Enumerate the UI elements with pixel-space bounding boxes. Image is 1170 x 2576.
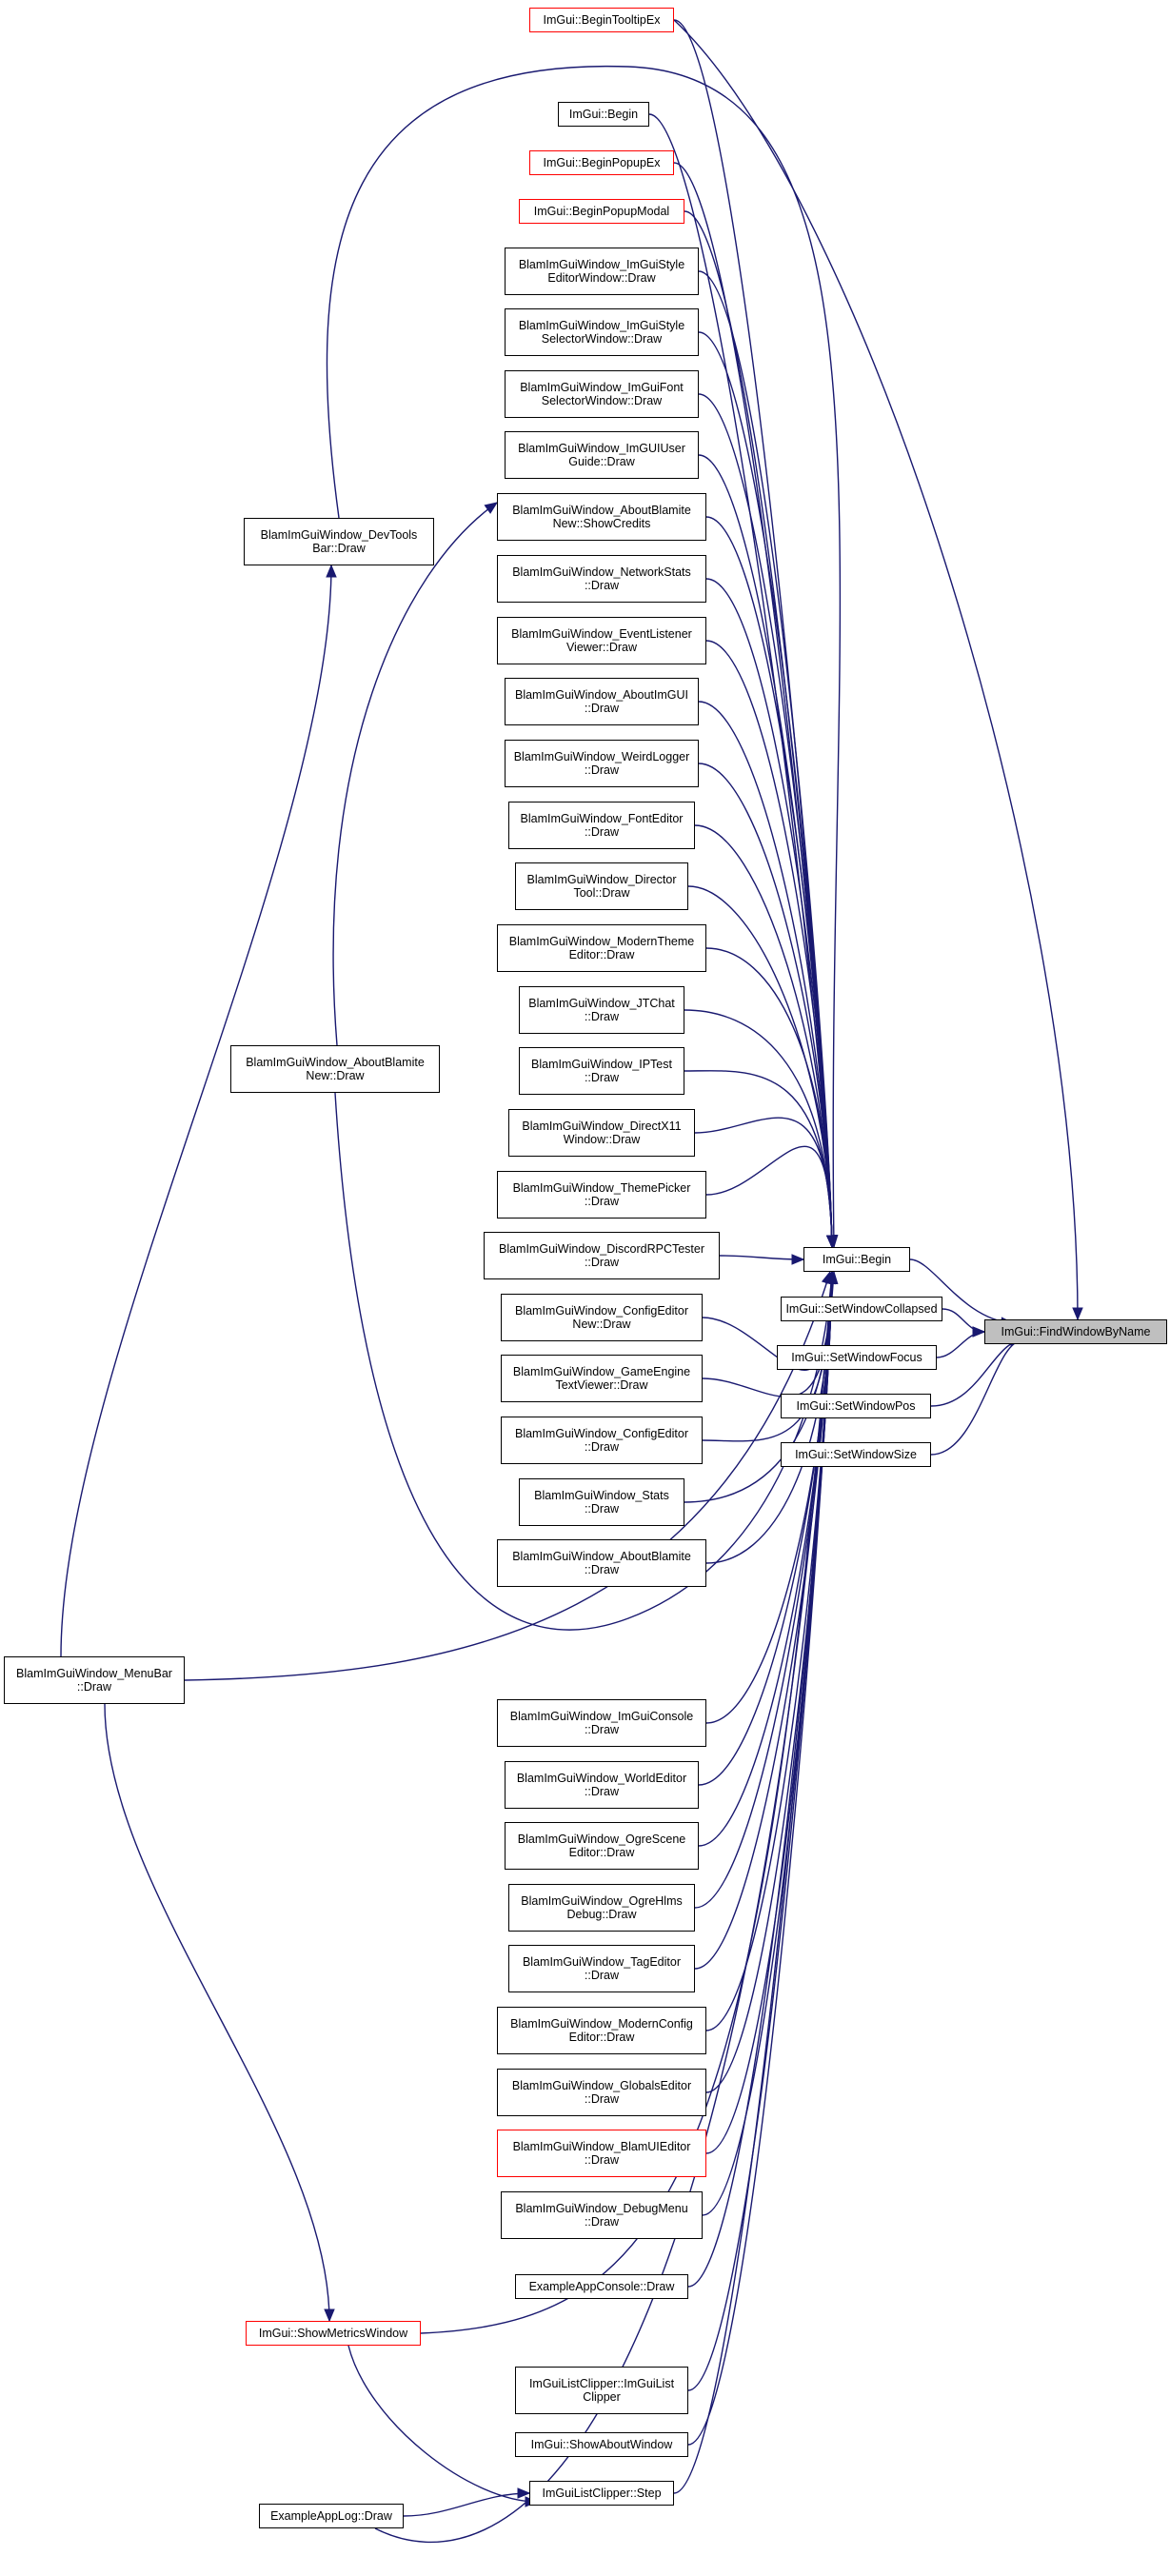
- node-weird-logger-draw[interactable]: BlamImGuiWindow_WeirdLogger ::Draw: [505, 740, 699, 787]
- edge-arrowhead: [326, 564, 337, 578]
- edge-devtools-bar-to-begin: [326, 65, 842, 1248]
- edge-directx11-to-begin: [694, 1117, 833, 1248]
- edge-arrowhead: [1072, 1307, 1083, 1321]
- edge-arrowhead: [484, 502, 499, 514]
- node-imgui-showaboutwindow[interactable]: ImGui::ShowAboutWindow: [515, 2432, 688, 2457]
- node-style-selector-window-draw[interactable]: BlamImGuiWindow_ImGuiStyle SelectorWindo…: [505, 308, 699, 356]
- node-imgui-beginpopupex[interactable]: ImGui::BeginPopupEx: [529, 150, 674, 175]
- node-tag-editor-draw[interactable]: BlamImGuiWindow_TagEditor ::Draw: [508, 1945, 695, 1992]
- node-font-selector-window-draw[interactable]: BlamImGuiWindow_ImGuiFont SelectorWindow…: [505, 370, 699, 418]
- node-imgui-begin-main[interactable]: ImGui::Begin: [803, 1247, 910, 1272]
- node-imgui-showmetricswindow[interactable]: ImGui::ShowMetricsWindow: [246, 2321, 421, 2346]
- node-modern-config-editor-draw[interactable]: BlamImGuiWindow_ModernConfig Editor::Dra…: [497, 2007, 706, 2054]
- edge-arrowhead: [972, 1326, 986, 1338]
- node-directx11-window-draw[interactable]: BlamImGuiWindow_DirectX11 Window::Draw: [508, 1109, 695, 1157]
- edge-arrowhead: [827, 1234, 839, 1249]
- node-user-guide-draw[interactable]: BlamImGuiWindow_ImGUIUser Guide::Draw: [505, 431, 699, 479]
- edge-begin-popup-modal-to-begin: [684, 210, 833, 1248]
- node-blam-ui-editor-draw[interactable]: BlamImGuiWindow_BlamUIEditor ::Draw: [497, 2130, 706, 2177]
- edge-menu-bar-to-devtools-bar: [60, 565, 332, 1657]
- node-devtools-bar-draw[interactable]: BlamImGuiWindow_DevTools Bar::Draw: [244, 518, 434, 565]
- edge-show-metrics-to-list-clipper-step: [347, 2345, 538, 2503]
- node-modern-theme-editor-draw[interactable]: BlamImGuiWindow_ModernTheme Editor::Draw: [497, 924, 706, 972]
- edge-arrowhead: [517, 2487, 531, 2499]
- edge-about-blamite-new-to-show-credits: [332, 502, 498, 1046]
- node-imguilistclipper-step[interactable]: ImGuiListClipper::Step: [529, 2481, 674, 2506]
- edge-modern-theme-editor-to-begin: [705, 947, 833, 1248]
- node-director-tool-draw[interactable]: BlamImGuiWindow_Director Tool::Draw: [515, 862, 688, 910]
- edge-arrowhead: [324, 2308, 335, 2323]
- edge-font-editor-to-begin: [694, 824, 833, 1248]
- node-debug-menu-draw[interactable]: BlamImGuiWindow_DebugMenu ::Draw: [501, 2191, 703, 2239]
- node-iptest-draw[interactable]: BlamImGuiWindow_IPTest ::Draw: [519, 1047, 684, 1095]
- node-about-blamite-draw[interactable]: BlamImGuiWindow_AboutBlamite ::Draw: [497, 1539, 706, 1587]
- edge-discord-rpc-to-begin: [719, 1255, 804, 1260]
- node-example-app-log-draw[interactable]: ExampleAppLog::Draw: [259, 2504, 404, 2528]
- node-config-editor-draw[interactable]: BlamImGuiWindow_ConfigEditor ::Draw: [501, 1417, 703, 1464]
- node-imgui-setwindowcollapsed[interactable]: ImGui::SetWindowCollapsed: [781, 1297, 942, 1321]
- node-imgui-setwindowpos[interactable]: ImGui::SetWindowPos: [781, 1394, 931, 1418]
- node-imgui-findwindowbyname: ImGui::FindWindowByName: [984, 1319, 1167, 1344]
- edge-tag-editor-to-begin: [694, 1271, 833, 1970]
- edge-menu-bar-to-show-metrics: [104, 1703, 330, 2322]
- node-imgui-begin-overload[interactable]: ImGui::Begin: [558, 102, 649, 127]
- node-imgui-beginpopupmodal[interactable]: ImGui::BeginPopupModal: [519, 199, 684, 224]
- node-world-editor-draw[interactable]: BlamImGuiWindow_WorldEditor ::Draw: [505, 1761, 699, 1809]
- edge-style-editor-to-begin: [698, 270, 833, 1248]
- node-imguilistclipper-ctor[interactable]: ImGuiListClipper::ImGuiList Clipper: [515, 2367, 688, 2414]
- edge-menu-bar-to-begin: [184, 1271, 831, 1681]
- edge-arrowhead: [827, 1270, 839, 1285]
- node-network-stats-draw[interactable]: BlamImGuiWindow_NetworkStats ::Draw: [497, 555, 706, 603]
- edge-iptest-to-begin: [684, 1070, 833, 1248]
- node-about-blamite-new-showcredits[interactable]: BlamImGuiWindow_AboutBlamite New::ShowCr…: [497, 493, 706, 541]
- node-about-imgui-draw[interactable]: BlamImGuiWindow_AboutImGUI ::Draw: [505, 678, 699, 725]
- node-discord-rpc-tester-draw[interactable]: BlamImGuiWindow_DiscordRPCTester ::Draw: [484, 1232, 720, 1279]
- node-theme-picker-draw[interactable]: BlamImGuiWindow_ThemePicker ::Draw: [497, 1171, 706, 1219]
- node-imgui-setwindowsize[interactable]: ImGui::SetWindowSize: [781, 1442, 931, 1467]
- edge-game-engine-text-to-begin: [702, 1271, 833, 1397]
- node-about-blamite-new-draw[interactable]: BlamImGuiWindow_AboutBlamite New::Draw: [230, 1045, 440, 1093]
- node-imgui-setwindowfocus[interactable]: ImGui::SetWindowFocus: [777, 1345, 937, 1370]
- edge-director-tool-to-begin: [687, 885, 833, 1248]
- edge-arrowhead: [791, 1254, 805, 1265]
- node-config-editor-new-draw[interactable]: BlamImGuiWindow_ConfigEditor New::Draw: [501, 1294, 703, 1341]
- node-game-engine-text-viewer-draw[interactable]: BlamImGuiWindow_GameEngine TextViewer::D…: [501, 1355, 703, 1402]
- node-imgui-console-draw[interactable]: BlamImGuiWindow_ImGuiConsole ::Draw: [497, 1699, 706, 1747]
- node-event-listener-viewer-draw[interactable]: BlamImGuiWindow_EventListener Viewer::Dr…: [497, 617, 706, 664]
- node-ogre-scene-editor-draw[interactable]: BlamImGuiWindow_OgreScene Editor::Draw: [505, 1822, 699, 1870]
- node-stats-draw[interactable]: BlamImGuiWindow_Stats ::Draw: [519, 1478, 684, 1526]
- node-globals-editor-draw[interactable]: BlamImGuiWindow_GlobalsEditor ::Draw: [497, 2069, 706, 2116]
- node-menu-bar-draw[interactable]: BlamImGuiWindow_MenuBar ::Draw: [4, 1656, 185, 1704]
- edge-begin-tooltip-ex-to-find-window-by-name: [673, 19, 1079, 1320]
- node-jtchat-draw[interactable]: BlamImGuiWindow_JTChat ::Draw: [519, 986, 684, 1034]
- edge-theme-picker-to-begin: [705, 1145, 833, 1248]
- edge-example-log-to-list-clipper-step: [403, 2492, 530, 2517]
- node-font-editor-draw[interactable]: BlamImGuiWindow_FontEditor ::Draw: [508, 802, 695, 849]
- node-imgui-begintooltipex[interactable]: ImGui::BeginTooltipEx: [529, 8, 674, 32]
- edge-set-window-focus-to-find-window-by-name: [936, 1331, 985, 1358]
- node-ogre-hlms-debug-draw[interactable]: BlamImGuiWindow_OgreHlms Debug::Draw: [508, 1884, 695, 1932]
- edge-style-selector-to-begin: [698, 331, 833, 1248]
- node-style-editor-window-draw[interactable]: BlamImGuiWindow_ImGuiStyle EditorWindow:…: [505, 248, 699, 295]
- edge-set-window-size-to-find-window-by-name: [930, 1339, 1023, 1456]
- node-example-app-console-draw[interactable]: ExampleAppConsole::Draw: [515, 2274, 688, 2299]
- edge-jtchat-to-begin: [684, 1009, 833, 1248]
- edge-set-window-collapsed-to-find-window-by-name: [942, 1308, 985, 1333]
